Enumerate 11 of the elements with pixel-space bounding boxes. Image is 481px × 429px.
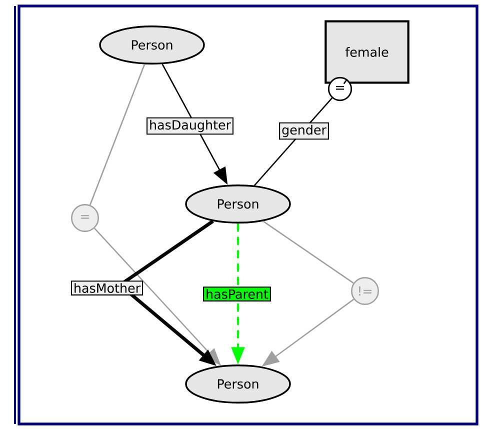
ellipse-node: Person — [99, 25, 205, 65]
ellipse-node: Person — [185, 184, 291, 224]
connector-line — [262, 220, 354, 284]
edge-label: hasMother — [70, 280, 144, 296]
connector-line — [343, 78, 348, 84]
value-box: female — [324, 20, 410, 84]
connector-line — [89, 64, 146, 206]
ellipse-node: Person — [185, 364, 291, 404]
edge-label: hasParent — [203, 286, 271, 302]
edge-label: gender — [279, 122, 329, 140]
edge-label: hasDaughter — [146, 117, 234, 135]
